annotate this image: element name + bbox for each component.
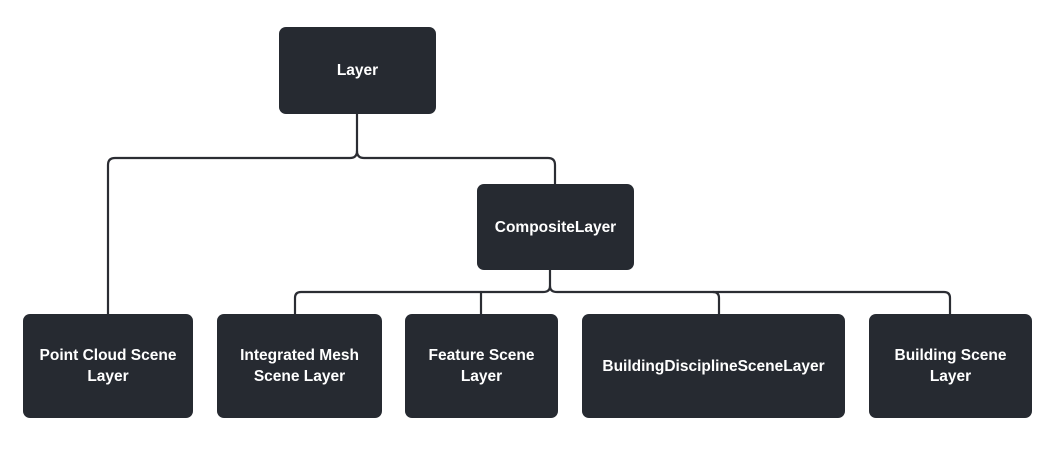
node-label: Building Scene Layer (894, 347, 1007, 385)
node-layer: Layer (279, 27, 436, 114)
edge-layer-to-pointcloud (106, 112, 359, 316)
edge-composite-to-building-discipline (548, 284, 721, 316)
node-feature-scene-layer: Feature Scene Layer (405, 314, 558, 418)
edge-layer-to-composite (355, 149, 557, 186)
node-label: Integrated Mesh Scene Layer (240, 347, 359, 385)
node-composite-layer: CompositeLayer (477, 184, 634, 270)
node-integrated-mesh-scene-layer: Integrated Mesh Scene Layer (217, 314, 382, 418)
node-label: Feature Scene Layer (428, 347, 535, 385)
node-building-scene-layer: Building Scene Layer (869, 314, 1032, 418)
node-label: CompositeLayer (494, 218, 617, 236)
node-label: BuildingDisciplineSceneLayer (602, 357, 825, 375)
node-label: Layer (336, 62, 379, 79)
node-building-discipline-scene-layer: BuildingDisciplineSceneLayer (582, 314, 845, 418)
edge-composite-to-building (711, 290, 952, 316)
node-point-cloud-scene-layer: Point Cloud Scene Layer (23, 314, 193, 418)
node-label: Point Cloud Scene Layer (39, 347, 177, 385)
edge-composite-to-mesh (293, 268, 552, 316)
